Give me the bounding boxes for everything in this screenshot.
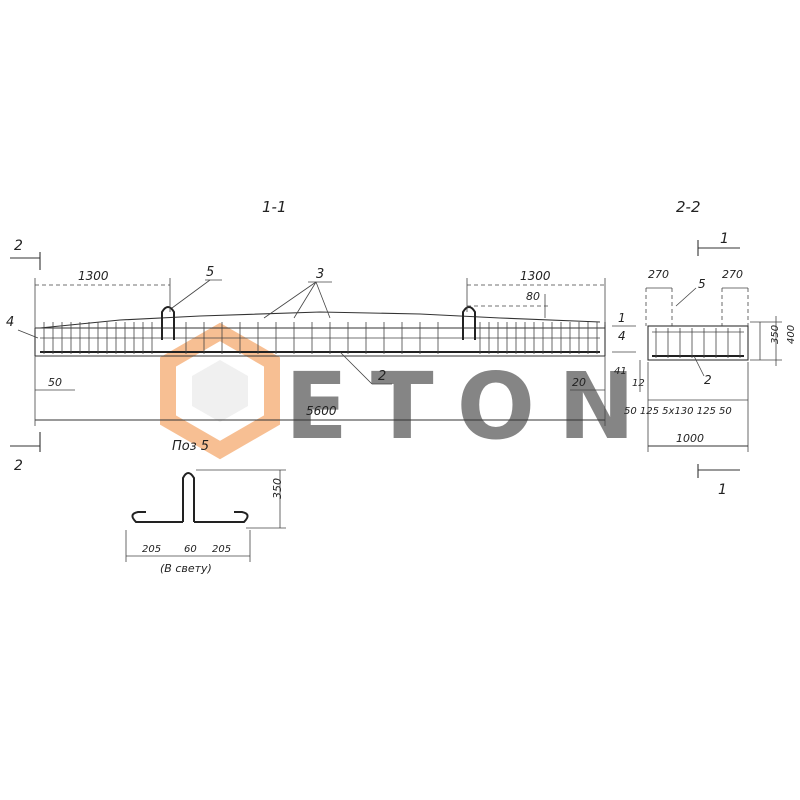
loop-detail-center-label: 60 xyxy=(184,544,197,555)
dim-height-total-label: 400 xyxy=(786,325,797,344)
loop-detail-note: (В свету) xyxy=(160,562,212,575)
leader-pos-4-left: 4 xyxy=(6,315,39,339)
lifting-loop-left xyxy=(161,306,175,340)
cut-mark-2-top-label: 2 xyxy=(14,238,23,254)
dim-bottom-row-label: 50 125 5x130 125 50 xyxy=(624,406,732,417)
beam-outline xyxy=(34,311,606,357)
dim-length: 5600 xyxy=(34,356,606,426)
cross-section-outline xyxy=(647,325,749,361)
cut-mark-1-top-label: 1 xyxy=(720,231,729,247)
leader-cross-pos-5-label: 5 xyxy=(698,277,706,291)
dim-top-left: 270 xyxy=(648,268,669,281)
dim-length-label: 5600 xyxy=(306,404,337,418)
leader-pos-3: 3 xyxy=(263,267,332,319)
cut-mark-1-beam-label: 1 xyxy=(618,311,626,325)
dim-cover-2-label: 12 xyxy=(632,378,645,389)
dim-top-right-label: 270 xyxy=(722,268,743,281)
leader-pos-4-left-label: 4 xyxy=(6,315,14,330)
loop-detail-right-label: 205 xyxy=(212,544,231,555)
dim-loop-height-label: 80 xyxy=(526,290,540,303)
dim-end-left: 50 xyxy=(35,376,75,391)
loop-detail-title: Поз 5 xyxy=(172,439,209,454)
leader-cross-pos-2-label: 2 xyxy=(704,373,712,387)
cut-mark-2-top: 2 xyxy=(10,238,41,270)
watermark-logo: ETON xyxy=(160,322,635,460)
dim-right-zone-label: 1300 xyxy=(520,269,551,283)
cut-mark-1-top: 1 xyxy=(697,231,740,256)
lifting-loop-right xyxy=(462,306,476,340)
leader-pos-2-label: 2 xyxy=(378,369,386,384)
dim-bottom-row: 50 125 5x130 125 50 xyxy=(624,362,749,452)
dim-cover: 41 12 xyxy=(614,360,645,392)
cross-loops xyxy=(645,287,749,326)
loop-detail-dims: 350 205 60 205 (В свету) xyxy=(125,469,286,575)
loop-detail-height-label: 350 xyxy=(271,478,284,499)
leader-cross-pos-2: 2 xyxy=(693,355,712,387)
dim-heights: 350 400 xyxy=(750,316,797,366)
leader-cross-pos-5: 5 xyxy=(675,277,706,307)
cut-mark-2-bottom: 2 xyxy=(10,432,41,474)
dim-end-left-label: 50 xyxy=(48,376,62,389)
dim-top-left-label: 270 xyxy=(648,268,669,281)
section-title-1-1: 1-1 xyxy=(262,198,287,216)
stirrups xyxy=(43,322,598,354)
cut-mark-1-right-of-beam: 1 4 xyxy=(612,311,636,353)
dim-end-right-label: 20 xyxy=(572,376,586,389)
leader-pos-4-right-label: 4 xyxy=(618,329,626,343)
watermark-hexagon-inner xyxy=(192,360,248,422)
leader-pos-5-label: 5 xyxy=(206,265,214,280)
leader-pos-5: 5 xyxy=(171,265,222,309)
leader-pos-3-label: 3 xyxy=(316,267,324,282)
loop-detail-shape xyxy=(131,472,249,523)
cross-section-bars xyxy=(655,328,741,358)
cut-mark-1-bottom-label: 1 xyxy=(718,482,727,498)
dim-top-right: 270 xyxy=(722,268,743,281)
dim-end-right: 20 xyxy=(570,376,605,391)
dim-loop-height: 80 xyxy=(467,290,550,318)
section-title-2-2: 2-2 xyxy=(676,198,701,216)
leader-pos-2: 2 xyxy=(339,351,392,385)
loop-detail-left-label: 205 xyxy=(142,544,161,555)
dim-height-inner-label: 350 xyxy=(770,325,781,344)
watermark-text: ETON xyxy=(285,353,635,460)
dim-width: 1000 xyxy=(648,432,748,447)
cut-mark-1-bottom: 1 xyxy=(697,464,740,498)
cut-mark-2-bottom-label: 2 xyxy=(14,458,23,474)
dim-left-zone: 1300 xyxy=(34,269,171,330)
dim-width-label: 1000 xyxy=(676,432,704,445)
dim-cover-label: 41 xyxy=(614,366,627,377)
dim-left-zone-label: 1300 xyxy=(78,269,109,283)
watermark-hexagon-outer xyxy=(160,322,280,460)
